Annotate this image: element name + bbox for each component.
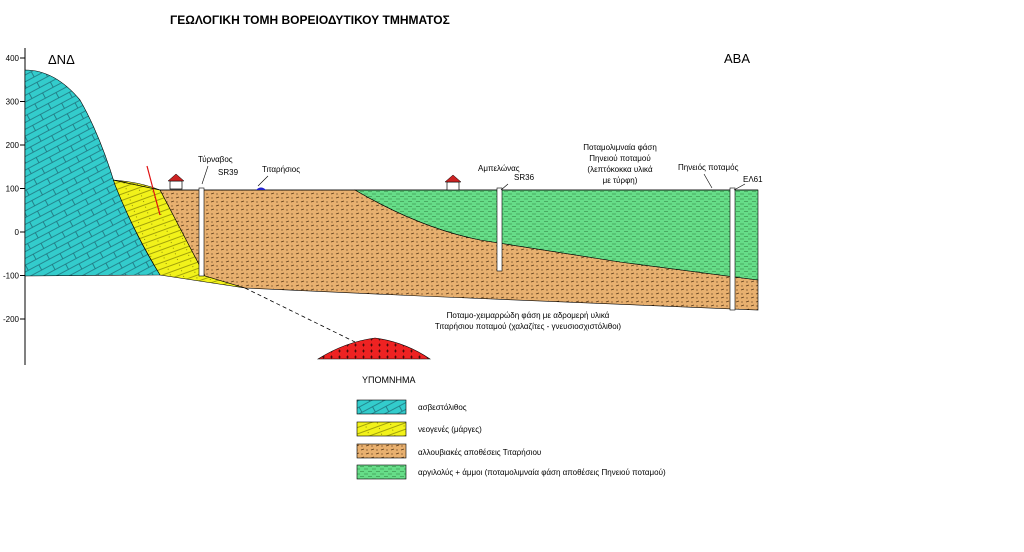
y-tick-label: -200 — [3, 315, 20, 324]
place-label-pineios-river: Πηνειός ποταμός — [678, 163, 739, 172]
y-tick-label: 100 — [6, 185, 20, 194]
place-label-titarisios: Τιταρήσιος — [262, 165, 300, 174]
section-title: ΓΕΩΛΟΓΙΚΗ ΤΟΜΗ ΒΟΡΕΙΟΔΥΤΙΚΟΥ ΤΜΗΜΑΤΟΣ — [170, 13, 450, 27]
place-label-tyrnavos: Τύρναβος — [198, 155, 233, 164]
place-label-ampelonas: Αμπελώνας — [478, 164, 520, 173]
ground-surface-line — [112, 179, 758, 191]
svg-text:με τύρφη): με τύρφη) — [603, 176, 638, 185]
y-tick-label: 0 — [15, 228, 20, 237]
leader-lines — [201, 165, 746, 191]
borehole-label-sr36: SR36 — [514, 173, 535, 182]
limestone-layer — [24, 69, 161, 277]
svg-text:(λεπτόκοκκα υλικά: (λεπτόκοκκα υλικά — [587, 165, 653, 174]
y-axis: 400 300 200 100 0 -100 -200 — [3, 48, 26, 365]
y-tick-label: 200 — [6, 141, 20, 150]
borehole-label-sr39: SR39 — [218, 168, 239, 177]
direction-west-label: ΔΝΔ — [48, 52, 75, 67]
borehole-sr36 — [496, 187, 503, 272]
house-icon-ampelonas — [444, 174, 462, 191]
y-tick-label: 300 — [6, 98, 20, 107]
borehole-sr39 — [198, 187, 205, 277]
house-icon-tyrnavos — [167, 173, 185, 190]
svg-text:Ποταμολιμναία φάση: Ποταμολιμναία φάση — [583, 143, 657, 152]
y-tick-label: 400 — [6, 54, 20, 63]
svg-text:Τιταρήσιου ποταμού (χαλαζίτες: Τιταρήσιου ποταμού (χαλαζίτες - γνευσιοσ… — [435, 322, 622, 331]
legend-title: ΥΠΟΜΝΗΜΑ — [362, 375, 416, 385]
legend-swatch-alluvial — [356, 443, 407, 459]
annotation-torrential: Ποταμο-χειμαρρώδη φάση με αδρομερή υλικά… — [435, 311, 622, 331]
fault-line — [146, 165, 161, 216]
y-tick-label: -100 — [3, 272, 20, 281]
borehole-el61 — [729, 187, 736, 311]
legend-label-lacustrine: αργιλολύς + άμμοι (ποταμολιμναία φάση απ… — [418, 468, 666, 477]
lacustrine-layer — [353, 189, 759, 281]
borehole-label-el61: ΕΛ61 — [743, 175, 763, 184]
legend-swatch-limestone — [356, 399, 407, 415]
granite-body — [316, 337, 431, 360]
svg-text:Ποταμο-χειμαρρώδη φάση με αδρο: Ποταμο-χειμαρρώδη φάση με αδρομερή υλικά — [447, 311, 610, 320]
river-marker-titarisios — [256, 187, 266, 190]
legend-label-alluvial: αλλουβιακές αποθέσεις Τιταρήσιου — [418, 448, 541, 457]
annotation-fluvial-lacustrine: Ποταμολιμναία φάση Πηνειού ποταμού (λεπτ… — [583, 143, 657, 185]
legend-label-limestone: ασβεστόλιθος — [418, 403, 467, 412]
direction-east-label: ΑΒΑ — [724, 51, 750, 66]
svg-text:Πηνειού ποταμού: Πηνειού ποταμού — [589, 154, 650, 163]
legend: ΥΠΟΜΝΗΜΑ ασβεστόλιθος νεογενές (μάργες) … — [356, 375, 666, 480]
dashed-contact-line — [244, 287, 356, 343]
legend-label-neogene: νεογενές (μάργες) — [418, 425, 482, 434]
legend-swatch-neogene — [356, 421, 407, 437]
legend-swatch-lacustrine — [356, 464, 407, 480]
